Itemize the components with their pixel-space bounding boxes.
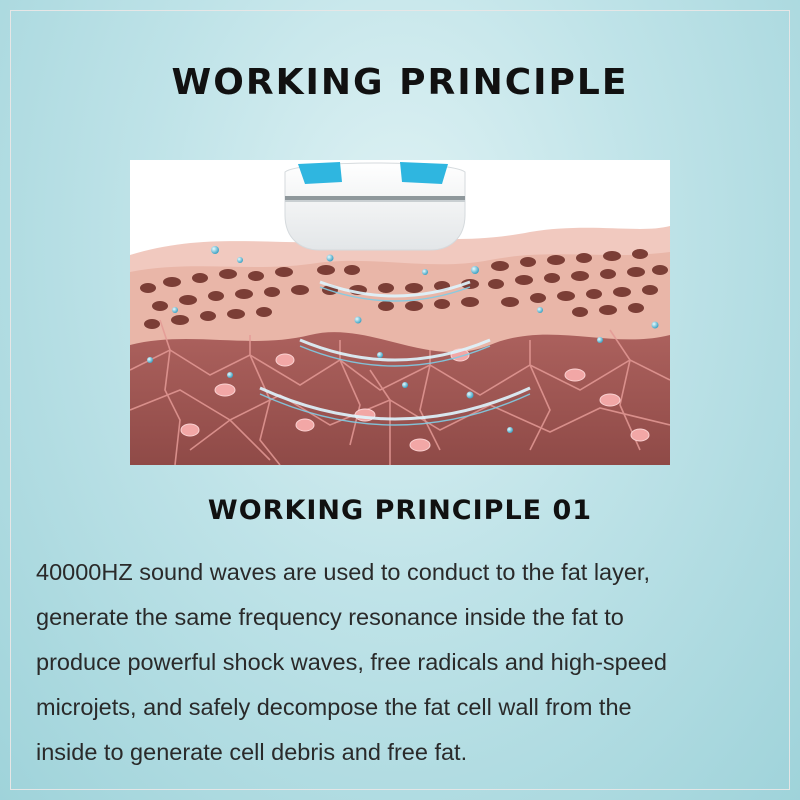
description-line: microjets, and safely decompose the fat … xyxy=(36,694,632,720)
working-principle-illustration xyxy=(130,160,670,465)
description-line: 40000HZ sound waves are used to conduct … xyxy=(36,559,650,585)
description-text: 40000HZ sound waves are used to conduct … xyxy=(36,550,766,775)
description-line: inside to generate cell debris and free … xyxy=(36,739,468,765)
description-line: generate the same frequency resonance in… xyxy=(36,604,624,630)
page-title: WORKING PRINCIPLE xyxy=(171,62,629,103)
description-line: produce powerful shock waves, free radic… xyxy=(36,649,667,675)
section-subtitle: WORKING PRINCIPLE 01 xyxy=(207,495,593,526)
